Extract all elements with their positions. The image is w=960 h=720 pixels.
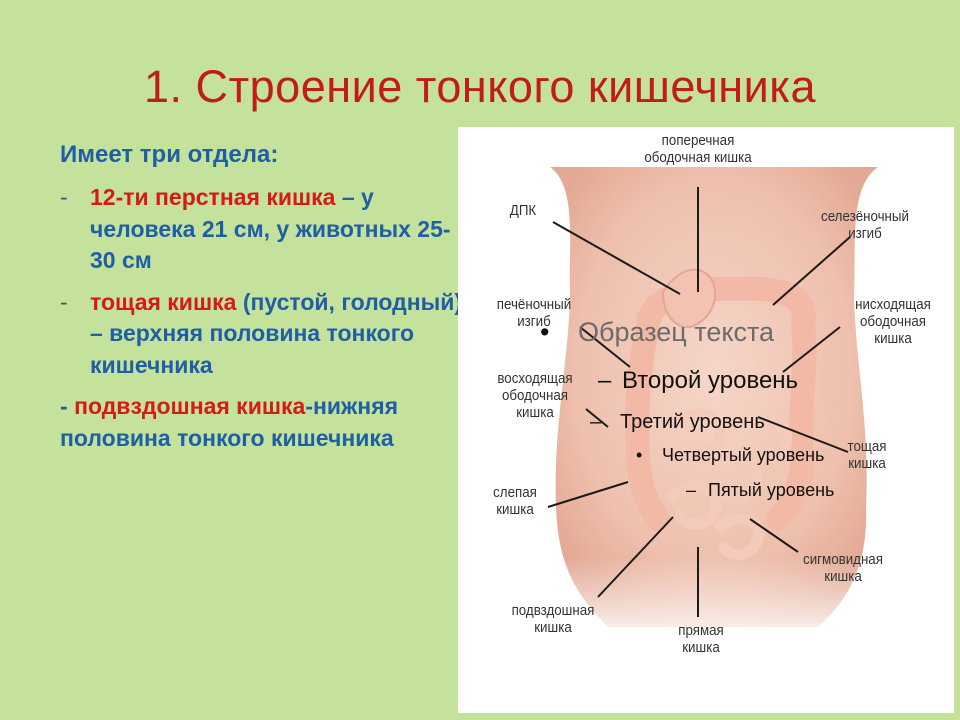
placeholder-level-3: Третий уровень	[620, 411, 765, 433]
bullet-dash: -	[60, 288, 68, 315]
placeholder-level-5: Пятый уровень	[708, 480, 835, 500]
intro-text: Имеет три отдела:	[60, 141, 279, 168]
placeholder-bullet-2: –	[598, 367, 612, 394]
bullet-dash: -	[60, 393, 75, 419]
label-ileum: подвздошная кишка	[511, 603, 595, 636]
label-sigmoid-colon: сигмовидная кишка	[803, 552, 883, 585]
anatomy-figure: поперечная ободочная кишка ДПК селезёноч…	[458, 127, 954, 713]
bullet-duodenum: - 12-ти перстная кишка – у человека 21 с…	[60, 182, 465, 277]
anatomy-illustration	[518, 167, 918, 647]
bullet-jejunum: - тощая кишка (пустой, голодный) – верхн…	[60, 287, 465, 382]
label-cecum: слепая кишка	[493, 485, 537, 518]
label-rectum: прямая кишка	[678, 623, 724, 656]
slide-title: 1. Строение тонкого кишечника	[144, 61, 816, 112]
placeholder-level-1: Образец текста	[578, 317, 775, 347]
label-ascending-colon: восходящая ободочная кишка	[497, 371, 573, 421]
bullet-duodenum-desc: – у человека 21 см, у животных 25-30 см	[90, 184, 451, 273]
bullet-dash: -	[60, 184, 68, 210]
placeholder-bullet-3: –	[590, 411, 602, 433]
label-duodenum: ДПК	[509, 203, 537, 219]
bullet-ileum: - подвздошная кишка-нижняя половина тонк…	[60, 391, 465, 454]
label-hepatic-flexure: печёночный изгиб	[496, 297, 572, 330]
label-transverse-colon: поперечная ободочная кишка	[644, 133, 752, 166]
label-splenic-flexure: селезёночный изгиб	[821, 209, 909, 242]
bullet-ileum-name: подвздошная кишка	[74, 393, 306, 419]
placeholder-bullet-5: –	[686, 480, 697, 500]
text-block: Имеет три отдела: - 12-ти перстная кишка…	[60, 140, 465, 454]
bullet-duodenum-name: 12-ти перстная кишка	[90, 184, 336, 210]
bullet-jejunum-name: тощая кишка	[90, 288, 237, 315]
placeholder-level-2: Второй уровень	[622, 367, 799, 394]
bullet-ileum-desc: -нижняя половина тонкого кишечника	[60, 393, 399, 451]
pointer-lines	[547, 187, 851, 617]
placeholder-level-4: Четвертый уровень	[662, 445, 825, 465]
bullet-jejunum-desc: (пустой, голодный) – верхняя половина то…	[90, 288, 463, 378]
placeholder-bullet-1: •	[540, 317, 550, 347]
placeholder-bullet-4: •	[636, 445, 643, 465]
label-descending-colon: нисходящая ободочная кишка	[855, 297, 931, 347]
label-jejunum: тощая кишка	[847, 439, 887, 472]
stomach-shape	[661, 268, 716, 329]
